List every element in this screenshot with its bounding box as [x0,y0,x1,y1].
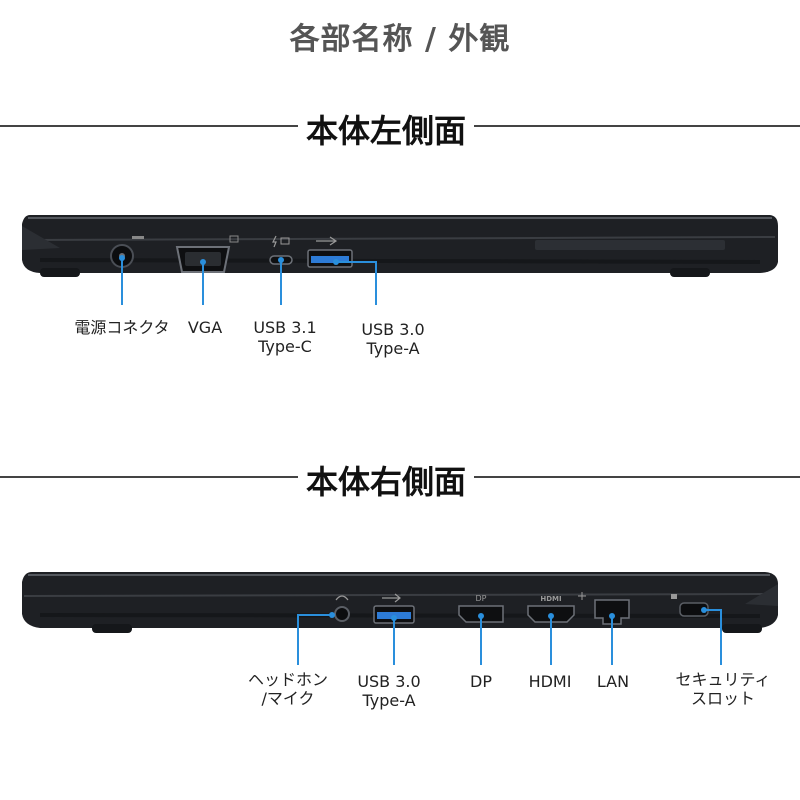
label-security-slot: セキュリティ スロット [675,670,771,708]
label-dp: DP [470,672,492,691]
label-usb-30-type-a-left: USB 3.0 Type-A [361,320,425,358]
right-section-title: 本体右側面 [298,457,475,503]
callout-security [704,609,722,665]
label-vga: VGA [187,318,223,337]
thunderbolt-icon [272,235,277,248]
right-side-view-illustration: DP HDMI [22,572,778,665]
laptop-left-foot-front [40,268,80,277]
lan-port [594,599,630,625]
left-section-title: 本体左側面 [298,106,475,152]
dp-port-mark: DP [476,594,487,603]
callout-headphone [297,614,332,665]
laptop-left-foot-rear [670,268,710,277]
label-lan: LAN [596,672,630,691]
page-title: 各部名称 / 外観 [289,22,511,57]
usb-ss-icon [316,236,338,246]
label-usb-31-type-c: USB 3.1 Type-C [253,318,317,356]
laptop-left-front-wedge [22,226,60,250]
laptop-left-hinge-line [23,236,776,241]
usb-ss-icon-right [382,593,401,603]
laptop-right-foot-right [722,624,762,633]
left-side-view-illustration [22,215,778,305]
callout-usba-left [336,261,377,305]
label-power-connector: 電源コネクタ [74,318,170,337]
headphone-jack-port [334,606,350,622]
laptop-left-bottom-shade [39,258,761,264]
label-hdmi: HDMI [528,672,572,691]
laptop-left-vent [535,240,725,250]
hdmi-port-mark: HDMI [540,595,561,603]
laptop-right-foot-left [92,624,132,633]
headphone-icon [335,595,349,601]
laptop-right-hinge-line [23,593,776,597]
laptop-right-rear-wedge [745,584,778,606]
vga-icon [229,235,239,243]
label-headphone-mic: ヘッドホン /マイク [247,670,328,708]
lock-icon [671,594,677,599]
label-usb-30-type-a-right: USB 3.0 Type-A [357,672,421,710]
network-icon [578,592,586,600]
